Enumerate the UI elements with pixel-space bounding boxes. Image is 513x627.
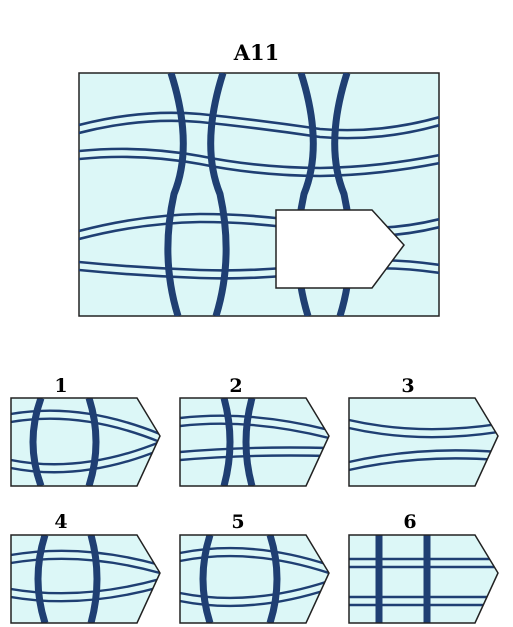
option-2[interactable]: 2 [179, 375, 330, 487]
option-3[interactable]: 3 [348, 375, 499, 487]
option-label: 1 [54, 375, 67, 397]
main-pattern-panel [78, 72, 440, 317]
option-5[interactable]: 5 [179, 511, 330, 624]
option-label: 5 [231, 511, 244, 533]
option-label: 3 [401, 375, 414, 397]
option-1[interactable]: 1 [10, 375, 161, 487]
option-6[interactable]: 6 [348, 511, 499, 624]
option-label: 6 [403, 511, 416, 533]
option-label: 2 [229, 375, 242, 397]
missing-piece-slot [275, 209, 405, 289]
option-4[interactable]: 4 [10, 511, 161, 624]
puzzle-title: A11 [233, 40, 280, 65]
option-label: 4 [54, 511, 67, 533]
